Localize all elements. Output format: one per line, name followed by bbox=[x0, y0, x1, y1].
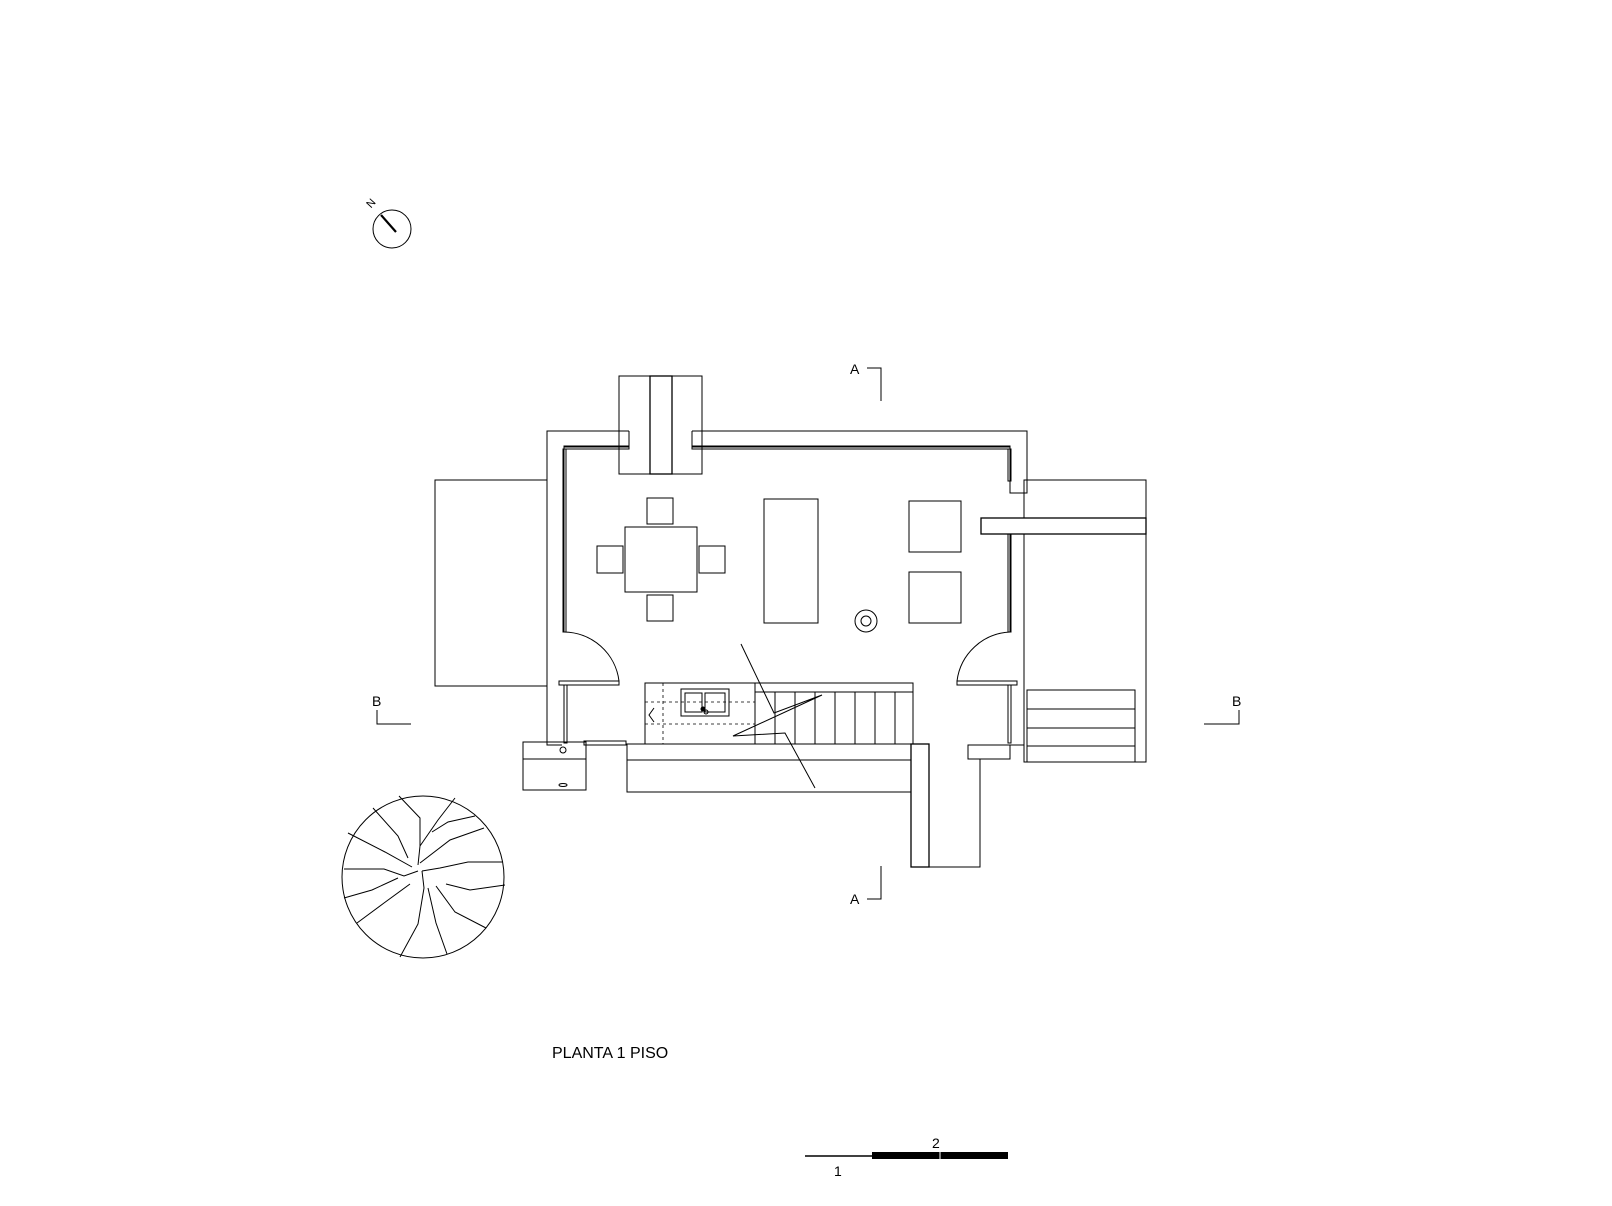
wall-segment bbox=[1007, 684, 1012, 744]
tree-branch bbox=[435, 885, 487, 929]
main-walls bbox=[546, 430, 1028, 760]
faucet-icon bbox=[703, 709, 709, 715]
section-a-top-label: A bbox=[850, 361, 860, 377]
tree-branch bbox=[344, 868, 419, 877]
section-b-left-label: B bbox=[372, 693, 381, 709]
center-table bbox=[763, 498, 819, 624]
section-marker-a-top: A bbox=[850, 361, 882, 401]
top-wall-right bbox=[691, 430, 1028, 494]
window-strip bbox=[563, 445, 630, 450]
sink-outline bbox=[680, 688, 730, 717]
section-marker-a-bottom: A bbox=[850, 866, 882, 907]
north-arrow: N bbox=[364, 197, 412, 249]
drain-icon bbox=[558, 783, 568, 787]
tree-canopy bbox=[341, 795, 505, 959]
armchair bbox=[908, 571, 962, 624]
north-arrow-circle bbox=[372, 209, 412, 249]
corridor-wall bbox=[910, 743, 930, 868]
chair bbox=[646, 594, 674, 622]
left-terrace bbox=[434, 479, 548, 687]
chimney bbox=[618, 375, 703, 475]
tree-branch bbox=[427, 887, 448, 955]
inner-wall-left-top bbox=[563, 431, 630, 632]
tree-branch bbox=[419, 797, 456, 847]
stove-outer bbox=[854, 609, 878, 633]
stair-break-line bbox=[732, 643, 823, 789]
annex-bottom bbox=[522, 758, 587, 791]
tree-branch bbox=[445, 883, 506, 891]
section-b-right-label: B bbox=[1232, 693, 1241, 709]
lower-left-annex bbox=[522, 740, 627, 791]
stair-outline bbox=[644, 682, 914, 745]
dining-set bbox=[596, 497, 726, 622]
stair-hidden-outline bbox=[644, 682, 756, 745]
tree-branch bbox=[343, 877, 399, 899]
scale-bar: 2 1 bbox=[805, 1135, 1008, 1179]
drain-icon bbox=[559, 746, 567, 754]
chimney-flue bbox=[649, 375, 673, 475]
stair-direction-arrow bbox=[648, 707, 655, 723]
wall-segment bbox=[558, 680, 620, 686]
tree-branch bbox=[372, 807, 409, 859]
lower-wall-top bbox=[626, 743, 912, 761]
lower-wall-outline bbox=[626, 760, 911, 793]
section-marker-b-right: B bbox=[1204, 693, 1241, 725]
section-a-top-line bbox=[867, 367, 882, 401]
section-b-right-line bbox=[1204, 710, 1240, 725]
tree-symbol bbox=[341, 795, 506, 959]
sink-drainboard bbox=[704, 692, 726, 713]
scale-label-high: 2 bbox=[932, 1135, 940, 1151]
window-strip bbox=[691, 445, 1011, 450]
window-strip bbox=[1007, 448, 1012, 482]
right-terrace bbox=[980, 479, 1147, 763]
north-arrow-label: N bbox=[364, 197, 378, 211]
window-strip bbox=[583, 740, 627, 746]
wall-segment bbox=[956, 680, 1018, 686]
door-swing-right bbox=[956, 631, 1011, 682]
armchair bbox=[908, 500, 962, 553]
wall-segment bbox=[563, 684, 568, 744]
outer-wall-left bbox=[546, 430, 629, 746]
tree-branch bbox=[347, 832, 413, 868]
entry-steps bbox=[1026, 689, 1136, 763]
wall-segment bbox=[967, 744, 1011, 760]
tree-branch bbox=[419, 827, 485, 864]
section-b-left-line bbox=[376, 710, 411, 725]
section-a-bottom-line bbox=[867, 866, 882, 900]
door-swing-left bbox=[563, 631, 620, 682]
corridor-outline bbox=[928, 744, 981, 868]
tree-branch bbox=[398, 795, 421, 866]
chair bbox=[646, 497, 674, 525]
chair bbox=[698, 545, 726, 574]
tree-branch bbox=[356, 883, 411, 924]
sink-basin bbox=[684, 692, 703, 713]
dining-table bbox=[624, 526, 698, 593]
tree-branch bbox=[421, 861, 503, 872]
section-marker-b-left: B bbox=[372, 693, 411, 725]
wood-stove bbox=[854, 609, 878, 633]
staircase bbox=[644, 643, 914, 789]
north-arrow-needle bbox=[380, 214, 397, 233]
lower-corridor bbox=[626, 743, 981, 868]
right-beam bbox=[980, 517, 1147, 535]
kitchen-sink bbox=[680, 688, 730, 717]
section-a-bottom-label: A bbox=[850, 891, 860, 907]
tree-branch bbox=[399, 870, 425, 958]
tree-branch bbox=[431, 815, 476, 833]
scale-label-low: 1 bbox=[834, 1163, 842, 1179]
drawing-title: PLANTA 1 PISO bbox=[552, 1045, 668, 1062]
stove-inner bbox=[860, 615, 872, 627]
chair bbox=[596, 545, 624, 574]
